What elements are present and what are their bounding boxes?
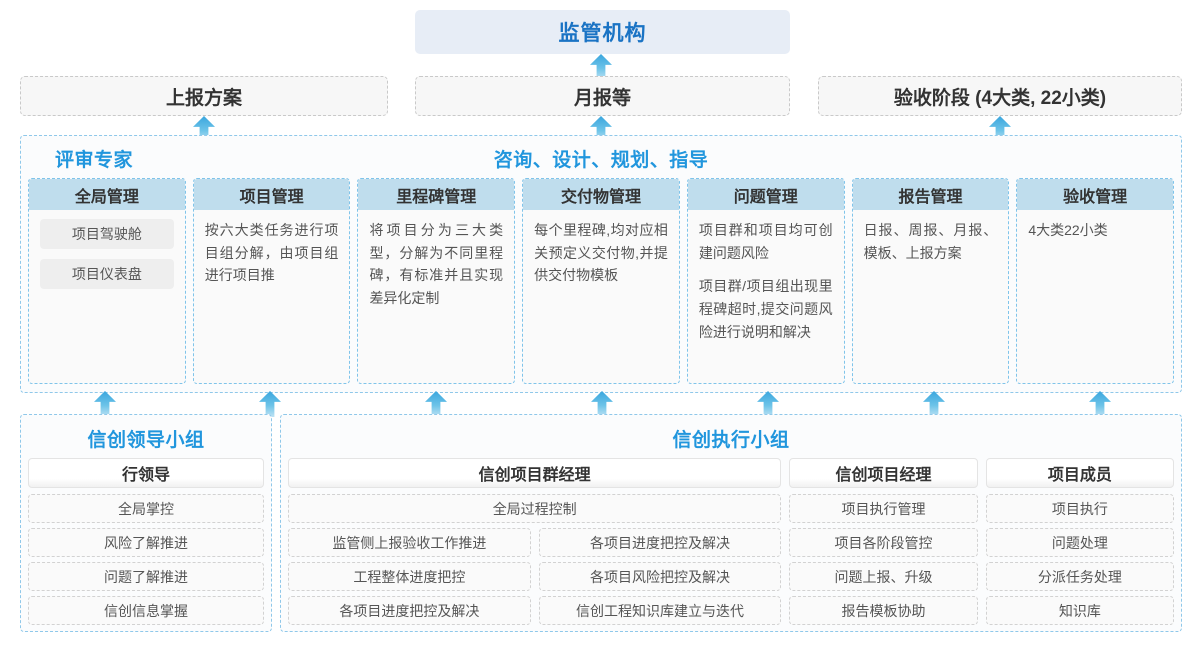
execution-team-panel: 信创执行小组 信创项目群经理 全局过程控制 监管侧上报验收工作推进 工程整体进度… (280, 414, 1182, 632)
report-label: 上报方案 (165, 87, 242, 109)
column-paragraph: 项目群和项目均可创建问题风险 (698, 222, 833, 261)
task-item[interactable]: 项目执行管理 (789, 494, 978, 523)
task-item[interactable]: 项目各阶段管控 (789, 528, 978, 557)
column-paragraph: 4大类22小类 (1028, 222, 1108, 238)
role-column-program-manager[interactable]: 信创项目群经理 全局过程控制 监管侧上报验收工作推进 工程整体进度把控 各项目进… (288, 458, 782, 625)
regulator-label: 监管机构 (558, 22, 647, 45)
platform-panel: 评审专家 咨询、设计、规划、指导 全局管理 项目驾驶舱 项目仪表盘 项目管理 按… (20, 135, 1182, 393)
leadership-team-title: 信创领导小组 (87, 430, 205, 451)
platform-column-issue[interactable]: 问题管理 项目群和项目均可创建问题风险 项目群/项目组出现里程碑超时,提交问题风… (686, 178, 845, 384)
column-header: 报告管理 (852, 179, 1009, 210)
column-body: 日报、周报、月报、模板、上报方案 (853, 210, 1009, 383)
role-header: 信创项目群经理 (288, 458, 782, 488)
task-item[interactable]: 监管侧上报验收工作推进 (288, 528, 531, 557)
leadership-team-panel: 信创领导小组 行领导 全局掌控 风险了解推进 问题了解推进 信创信息掌握 (20, 414, 272, 632)
role-column-project-manager[interactable]: 信创项目经理 项目执行管理 项目各阶段管控 问题上报、升级 报告模板协助 (789, 458, 978, 625)
task-item[interactable]: 各项目进度把控及解决 (538, 528, 782, 557)
task-item[interactable]: 问题处理 (985, 528, 1174, 557)
report-box-submit-plan: 上报方案 (20, 76, 388, 116)
column-header: 验收管理 (1017, 179, 1174, 210)
role-header: 信创项目经理 (789, 458, 978, 488)
platform-column-deliverable[interactable]: 交付物管理 每个里程碑,均对应相关预定义交付物,并提供交付物模板 (522, 178, 680, 384)
task-item[interactable]: 各项目进度把控及解决 (288, 596, 531, 625)
platform-column-project[interactable]: 项目管理 按六大类任务进行项目组分解，由项目组进行项目推 (192, 178, 351, 384)
platform-column-global[interactable]: 全局管理 项目驾驶舱 项目仪表盘 (28, 178, 186, 384)
platform-columns: 全局管理 项目驾驶舱 项目仪表盘 项目管理 按六大类任务进行项目组分解，由项目组… (28, 178, 1175, 384)
platform-column-acceptance[interactable]: 验收管理 4大类22小类 (1016, 178, 1175, 384)
column-header: 全局管理 (29, 179, 185, 210)
platform-title-review-experts: 评审专家 (55, 150, 134, 171)
regulator-box: 监管机构 (415, 10, 790, 54)
column-header: 项目管理 (193, 179, 350, 210)
column-body: 按六大类任务进行项目组分解，由项目组进行项目推 (194, 210, 350, 383)
task-item[interactable]: 信创信息掌握 (28, 596, 264, 625)
task-item[interactable]: 工程整体进度把控 (288, 562, 531, 591)
column-header: 里程碑管理 (358, 179, 515, 210)
column-header: 问题管理 (687, 179, 844, 210)
report-label: 验收阶段 (4大类, 22小类) (893, 87, 1107, 109)
report-label: 月报等 (573, 87, 631, 109)
role-header: 行领导 (28, 458, 264, 488)
task-item[interactable]: 问题了解推进 (28, 562, 264, 591)
column-paragraph: 项目群/项目组出现里程碑超时,提交问题风险进行说明和解决 (698, 278, 833, 340)
task-item[interactable]: 各项目风险把控及解决 (538, 562, 782, 591)
column-paragraph: 按六大类任务进行项目组分解，由项目组进行项目推 (204, 222, 339, 284)
role-column-bank-leader[interactable]: 行领导 全局掌控 风险了解推进 问题了解推进 信创信息掌握 (28, 458, 264, 625)
column-paragraph: 每个里程碑,均对应相关预定义交付物,并提供交付物模板 (534, 222, 668, 284)
task-item[interactable]: 问题上报、升级 (789, 562, 978, 591)
platform-column-milestone[interactable]: 里程碑管理 将项目分为三大类型，分解为不同里程碑，有标准并且实现差异化定制 (357, 178, 516, 384)
teams-row: 信创领导小组 行领导 全局掌控 风险了解推进 问题了解推进 信创信息掌握 信创执… (20, 414, 1182, 632)
pill-item[interactable]: 项目驾驶舱 (40, 219, 174, 249)
program-manager-tasks-left: 监管侧上报验收工作推进 工程整体进度把控 各项目进度把控及解决 (288, 528, 531, 625)
program-manager-tasks-right: 各项目进度把控及解决 各项目风险把控及解决 信创工程知识库建立与迭代 (538, 528, 782, 625)
role-header: 项目成员 (985, 458, 1174, 488)
role-column-project-member[interactable]: 项目成员 项目执行 问题处理 分派任务处理 知识库 (985, 458, 1174, 625)
task-item[interactable]: 分派任务处理 (985, 562, 1174, 591)
report-box-acceptance: 验收阶段 (4大类, 22小类) (818, 76, 1182, 116)
platform-header: 评审专家 咨询、设计、规划、指导 (21, 136, 1181, 176)
column-body: 4大类22小类 (1017, 210, 1173, 383)
column-paragraph: 日报、周报、月报、模板、上报方案 (863, 222, 998, 261)
task-item[interactable]: 全局掌控 (28, 494, 264, 523)
report-box-monthly: 月报等 (415, 76, 790, 116)
program-manager-subcolumns: 监管侧上报验收工作推进 工程整体进度把控 各项目进度把控及解决 各项目进度把控及… (288, 528, 782, 625)
column-paragraph: 将项目分为三大类型，分解为不同里程碑，有标准并且实现差异化定制 (369, 222, 504, 307)
platform-title-consulting: 咨询、设计、规划、指导 (493, 150, 709, 171)
platform-column-report[interactable]: 报告管理 日报、周报、月报、模板、上报方案 (851, 178, 1010, 384)
column-body: 项目群和项目均可创建问题风险 项目群/项目组出现里程碑超时,提交问题风险进行说明… (688, 210, 844, 383)
execution-role-columns: 信创项目群经理 全局过程控制 监管侧上报验收工作推进 工程整体进度把控 各项目进… (288, 458, 1174, 625)
column-body: 项目驾驶舱 项目仪表盘 (29, 210, 185, 383)
column-body: 将项目分为三大类型，分解为不同里程碑，有标准并且实现差异化定制 (358, 210, 514, 383)
task-item[interactable]: 风险了解推进 (28, 528, 264, 557)
task-item[interactable]: 项目执行 (985, 494, 1174, 523)
column-header: 交付物管理 (523, 179, 679, 210)
task-item[interactable]: 知识库 (985, 596, 1174, 625)
task-item[interactable]: 全局过程控制 (288, 494, 782, 523)
execution-team-title: 信创执行小组 (672, 430, 790, 451)
task-item[interactable]: 信创工程知识库建立与迭代 (538, 596, 782, 625)
task-item[interactable]: 报告模板协助 (789, 596, 978, 625)
column-body: 每个里程碑,均对应相关预定义交付物,并提供交付物模板 (523, 210, 679, 383)
pill-item[interactable]: 项目仪表盘 (40, 259, 174, 289)
